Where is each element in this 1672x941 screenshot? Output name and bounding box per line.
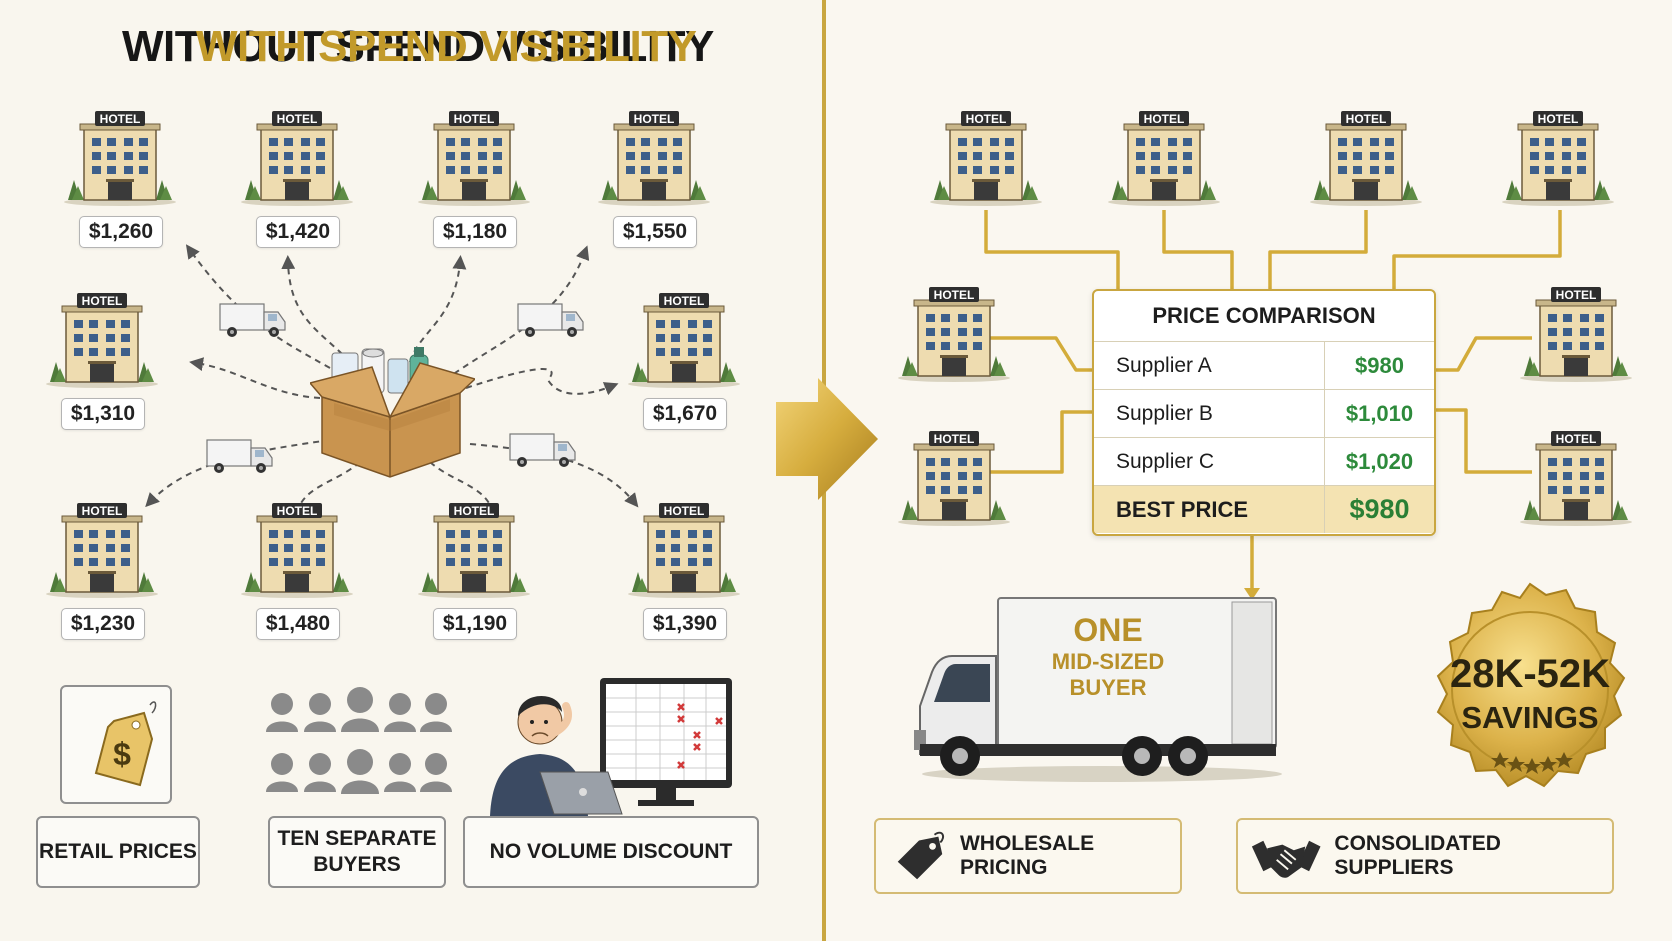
hotel-building-icon: [626, 502, 742, 598]
savings-label: SAVINGS: [1461, 700, 1599, 735]
hotel-building-icon: [1308, 110, 1424, 206]
hotel-price: $1,480: [256, 608, 340, 640]
hotel-building-icon: [928, 110, 1044, 206]
hotel-building-icon: [239, 110, 355, 206]
price-tag-icon: $: [94, 701, 157, 787]
table-row: Supplier C $1,020: [1094, 438, 1434, 486]
hotel-price: $1,190: [433, 608, 517, 640]
hotel-building-icon: [1518, 430, 1634, 526]
wholesale-pricing-box: WHOLESALE PRICING: [874, 818, 1182, 894]
hotel-connector-lines: [974, 210, 1562, 600]
transition-arrow-icon: [776, 378, 878, 500]
hotel-building-icon: [1500, 110, 1616, 206]
hotel-price: $1,310: [61, 398, 145, 430]
no-volume-discount-label: NO VOLUME DISCOUNT: [463, 816, 759, 888]
savings-amount: 28K-52K: [1449, 652, 1611, 696]
hotel-price: $1,260: [79, 216, 163, 248]
truck-label-line2: MID-SIZED: [1051, 649, 1165, 674]
right-panel-title: WITH SPEND VISIBILITY: [196, 22, 697, 71]
delivery-truck-icon: [516, 300, 586, 340]
truck-label-one: ONE: [1073, 612, 1143, 648]
truck-label-line3: BUYER: [1069, 675, 1147, 700]
price-comparison-table: PRICE COMPARISON Supplier A $980 Supplie…: [1092, 289, 1436, 536]
ten-buyers-line1: TEN SEPARATE: [277, 827, 437, 850]
hotel-building-icon: [44, 292, 160, 388]
hotel-building-icon: [626, 292, 742, 388]
supplier-price: $1,020: [1345, 449, 1414, 474]
consolidated-suppliers-box: CONSOLIDATED SUPPLIERS: [1236, 818, 1614, 894]
frustrated-person-icon: [490, 678, 732, 816]
hotel-building-icon: [596, 110, 712, 206]
table-row: Supplier A $980: [1094, 342, 1434, 390]
retail-prices-label: RETAIL PRICES: [36, 816, 200, 888]
hotel-building-icon: [44, 502, 160, 598]
supply-box-icon: [310, 347, 475, 478]
box-truck-icon: [914, 597, 1282, 782]
best-price-value: $980: [1349, 494, 1410, 524]
hotel-price: $1,550: [613, 216, 697, 248]
svg-text:$: $: [113, 736, 131, 772]
supplier-name: Supplier C: [1094, 438, 1325, 485]
best-price-row: BEST PRICE $980: [1094, 486, 1434, 533]
supplier-name: Supplier B: [1094, 390, 1325, 437]
wholesale-pricing-label: WHOLESALE PRICING: [959, 832, 1095, 879]
best-price-label: BEST PRICE: [1094, 486, 1325, 533]
price-tag-icon: [897, 831, 945, 880]
supplier-price: $980: [1355, 353, 1404, 378]
delivery-truck-icon: [218, 300, 288, 340]
hotel-building-icon: [239, 502, 355, 598]
delivery-truck-icon: [205, 436, 275, 476]
hotel-building-icon: [416, 502, 532, 598]
hotel-price: $1,420: [256, 216, 340, 248]
price-tag-box: $: [60, 685, 172, 804]
truck-label-buyer: MID-SIZED BUYER: [1000, 649, 1216, 701]
hotel-building-icon: [1106, 110, 1222, 206]
supplier-name: Supplier A: [1094, 342, 1325, 389]
ten-buyers-line2: BUYERS: [313, 853, 401, 876]
handshake-icon: [1251, 840, 1321, 878]
price-comparison-header: PRICE COMPARISON: [1094, 291, 1434, 342]
table-row: Supplier B $1,010: [1094, 390, 1434, 438]
hotel-price: $1,670: [643, 398, 727, 430]
left-panel-title: WITHOUT SPEND VISIBILITY: [122, 22, 714, 71]
gold-seal-icon: [1436, 582, 1626, 788]
ten-buyers-label: TEN SEPARATE BUYERS: [268, 816, 446, 888]
supplier-price: $1,010: [1345, 401, 1414, 426]
hotel-building-icon: [416, 110, 532, 206]
hotel-building-icon: [1518, 286, 1634, 382]
hotel-price: $1,230: [61, 608, 145, 640]
hotel-price: $1,390: [643, 608, 727, 640]
hotel-building-icon: [62, 110, 178, 206]
hotel-building-icon: [896, 430, 1012, 526]
consolidated-suppliers-label: CONSOLIDATED SUPPLIERS: [1334, 832, 1501, 879]
hotel-price: $1,180: [433, 216, 517, 248]
delivery-truck-icon: [508, 430, 578, 470]
hotel-building-icon: [896, 286, 1012, 382]
people-group-icon: [266, 687, 452, 794]
